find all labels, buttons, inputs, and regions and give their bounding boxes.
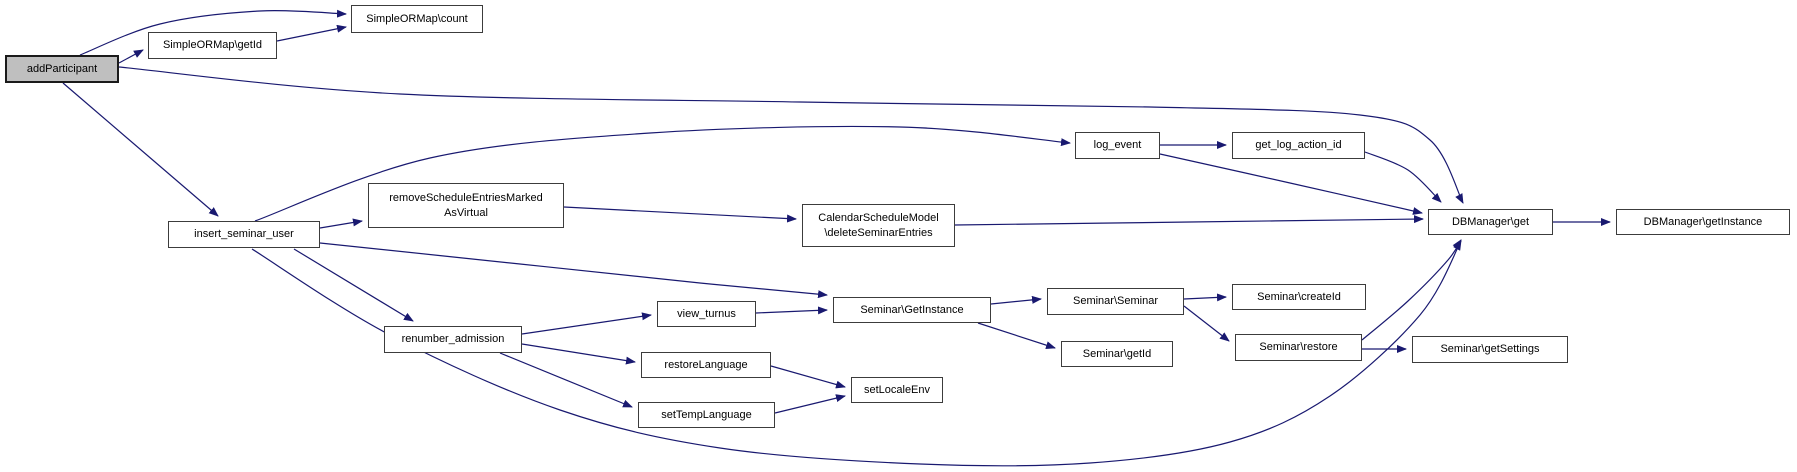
edge-addParticipant-to-simpleormap-getid [118,49,144,64]
node-seminar-seminar[interactable]: Seminar\Seminar [1047,288,1184,315]
node-renumber_admission[interactable]: renumber_admission [384,326,522,353]
edge-seminar-getinstance-to-seminar-getid [977,322,1056,350]
edge-addParticipant-to-dbmanager-get [118,66,1464,204]
node-calendarschedulemodel-deleteseminarentries[interactable]: CalendarScheduleModel \deleteSeminarEntr… [802,204,955,247]
node-removeScheduleEntriesMarkedAsVirtual[interactable]: removeScheduleEntriesMarked AsVirtual [368,183,564,228]
node-seminar-createid[interactable]: Seminar\createId [1232,284,1366,310]
edge-insert_seminar_user-to-renumber_admission [293,248,414,322]
edge-insert_seminar_user-to-dbmanager-get [251,240,1462,467]
edge-addParticipant-to-simpleormap-count [79,9,347,56]
edge-removeScheduleEntriesMarkedAsVirtual-to-calendarschedulemodel-deleteseminarentries [563,206,797,223]
node-insert_seminar_user[interactable]: insert_seminar_user [168,221,320,248]
node-simpleormap-count[interactable]: SimpleORMap\count [351,5,483,33]
node-get_log_action_id[interactable]: get_log_action_id [1232,132,1365,159]
node-dbmanager-get[interactable]: DBManager\get [1428,209,1553,235]
node-seminar-getsettings[interactable]: Seminar\getSettings [1412,336,1568,363]
edge-setTempLanguage-to-setLocaleEnv [774,394,846,414]
edge-insert_seminar_user-to-seminar-getinstance [319,242,828,299]
node-simpleormap-getid[interactable]: SimpleORMap\getId [148,32,277,59]
edge-seminar-getinstance-to-seminar-seminar [990,295,1042,305]
edge-view_turnus-to-seminar-getinstance [755,306,828,315]
node-addParticipant[interactable]: addParticipant [5,55,119,83]
edge-addParticipant-to-insert_seminar_user [62,82,219,217]
edge-seminar-seminar-to-seminar-restore [1183,305,1230,342]
edge-simpleormap-getid-to-simpleormap-count [276,24,347,42]
node-restoreLanguage[interactable]: restoreLanguage [641,352,771,378]
edge-renumber_admission-to-setTempLanguage [499,352,633,408]
edge-get_log_action_id-to-dbmanager-get [1364,151,1442,203]
node-seminar-restore[interactable]: Seminar\restore [1235,334,1362,361]
edge-seminar-seminar-to-seminar-createid [1183,293,1227,302]
node-seminar-getid[interactable]: Seminar\getId [1061,341,1173,367]
node-dbmanager-getinstance[interactable]: DBManager\getInstance [1616,209,1790,235]
edge-insert_seminar_user-to-removeScheduleEntriesMarkedAsVirtual [319,218,363,229]
edge-restoreLanguage-to-setLocaleEnv [770,365,846,389]
node-seminar-getinstance[interactable]: Seminar\GetInstance [833,297,991,323]
edge-log_event-to-dbmanager-get [1159,153,1423,215]
node-log_event[interactable]: log_event [1075,132,1160,159]
edge-insert_seminar_user-to-log_event [254,125,1071,222]
edge-calendarschedulemodel-deleteseminarentries-to-dbmanager-get [954,215,1424,226]
edge-renumber_admission-to-view_turnus [521,312,652,335]
edge-renumber_admission-to-restoreLanguage [521,343,636,365]
node-setLocaleEnv[interactable]: setLocaleEnv [851,377,943,403]
edge-seminar-restore-to-dbmanager-get [1361,239,1462,341]
node-setTempLanguage[interactable]: setTempLanguage [638,402,775,428]
node-view_turnus[interactable]: view_turnus [657,301,756,327]
